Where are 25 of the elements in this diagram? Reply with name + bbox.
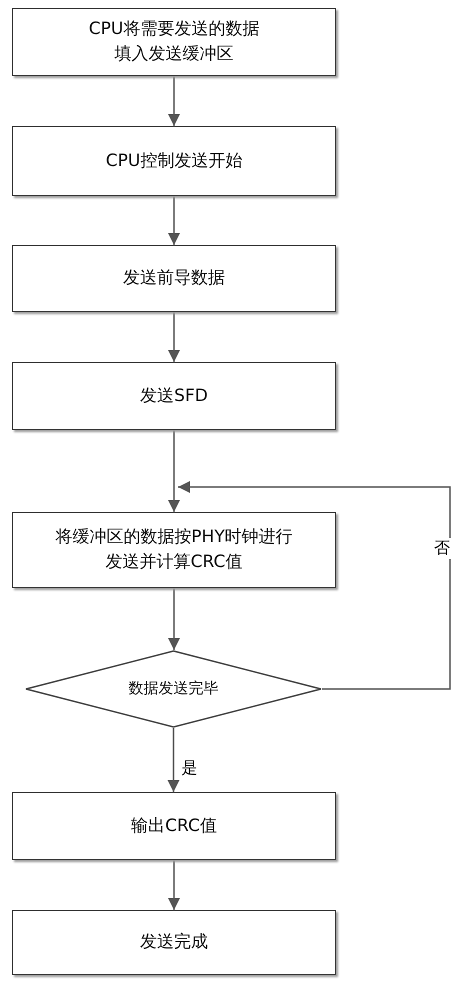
arrow — [168, 76, 180, 126]
arrow — [168, 196, 180, 245]
process-box — [12, 910, 336, 975]
arrow — [178, 481, 451, 690]
node-text: CPU将需要发送的数据填入发送缓冲区 — [88, 18, 260, 66]
arrow — [168, 860, 180, 910]
node-text: 数据发送完毕 — [128, 678, 220, 700]
edge-label: 否 — [432, 538, 452, 559]
process-box — [12, 126, 336, 196]
arrow — [168, 312, 180, 362]
node-text: 发送完成 — [139, 931, 209, 954]
node-text: 发送SFD — [139, 384, 209, 408]
node-text: 发送前导数据 — [122, 267, 226, 290]
node-text: 将缓冲区的数据按PHY时钟进行发送并计算CRC值 — [54, 526, 294, 574]
process-box — [12, 362, 336, 430]
arrow — [168, 728, 180, 792]
arrow — [168, 588, 180, 650]
process-box — [12, 792, 336, 860]
decision-diamond — [25, 650, 322, 728]
process-box — [12, 512, 336, 588]
node-text: CPU控制发送开始 — [104, 150, 244, 173]
process-box — [12, 245, 336, 312]
arrow — [168, 430, 180, 512]
process-box — [12, 8, 336, 76]
node-text: 输出CRC值 — [130, 814, 218, 838]
